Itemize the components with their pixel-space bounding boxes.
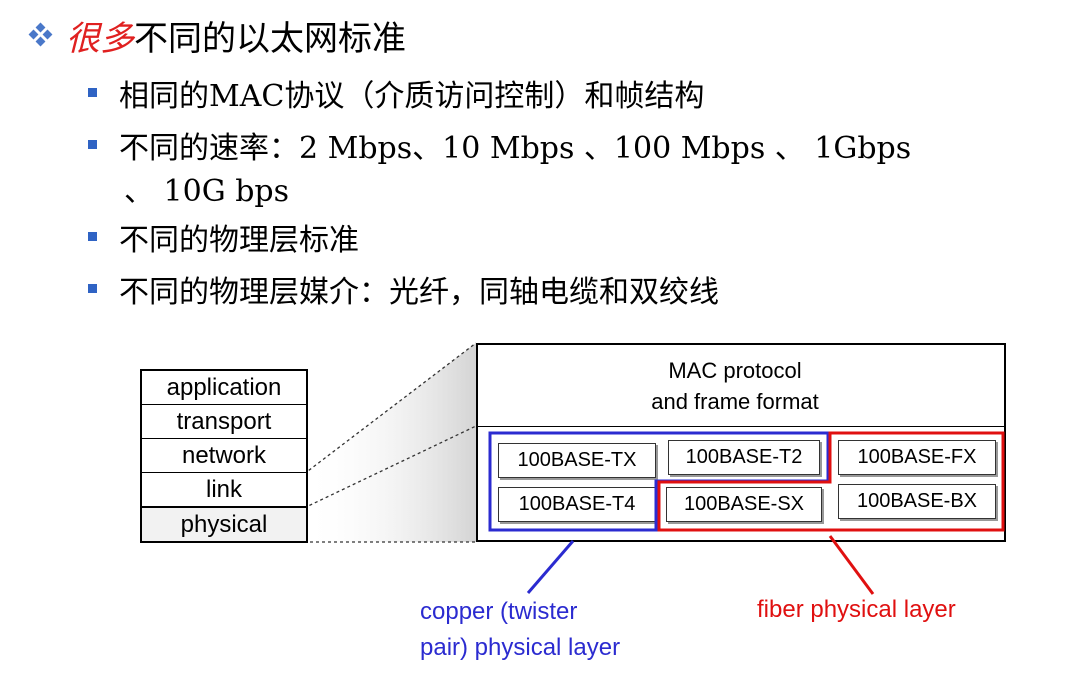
bullet-continuation: 、 10G bps — [124, 174, 290, 209]
stack-layer-network: network — [142, 438, 306, 472]
mac-title-line2: and frame format — [651, 389, 819, 414]
std-100base-sx: 100BASE-SX — [666, 487, 822, 522]
square-bullet-icon — [88, 232, 97, 241]
std-100base-fx: 100BASE-FX — [838, 440, 996, 475]
zoom-shade — [304, 343, 476, 542]
std-100base-bx: 100BASE-BX — [838, 484, 996, 519]
fiber-caption: fiber physical layer — [757, 596, 956, 623]
divider-line — [476, 426, 1006, 427]
bullet-text: 不同的速率：2 Mbps、10 Mbps 、100 Mbps 、 1Gbps — [119, 131, 912, 166]
mac-title-line1: MAC protocol — [668, 358, 802, 383]
square-bullet-icon — [88, 88, 97, 97]
heading-rest: 不同的以太网标准 — [134, 18, 406, 59]
std-100base-t4: 100BASE-T4 — [498, 487, 656, 522]
bullet-text: 不同的物理层媒介：光纤，同轴电缆和双绞线 — [119, 275, 719, 310]
std-100base-t2: 100BASE-T2 — [668, 440, 820, 475]
stack-layer-physical: physical — [142, 506, 306, 541]
copper-caption: copper (twister pair) physical layer — [420, 594, 620, 666]
square-bullet-icon — [88, 140, 97, 149]
bullet-text: 相同的MAC协议（介质访问控制）和帧结构 — [119, 79, 705, 114]
square-bullet-icon — [88, 284, 97, 293]
zoom-line-top — [303, 342, 477, 475]
mac-protocol-title: MAC protocol and frame format — [600, 355, 870, 417]
protocol-stack: application transport network link physi… — [140, 369, 308, 543]
bullet-item: 相同的MAC协议（介质访问控制）和帧结构 — [88, 71, 704, 115]
fiber-pointer-line — [828, 535, 875, 595]
stack-layer-application: application — [166, 373, 282, 401]
std-100base-tx: 100BASE-TX — [498, 443, 656, 478]
stack-layer-link: link — [142, 472, 306, 506]
bullet-item: 不同的速率：2 Mbps、10 Mbps 、100 Mbps 、 1Gbps — [88, 123, 911, 167]
stack-layer-transport: transport — [142, 404, 306, 438]
heading-title: 很多不同的以太网标准 — [66, 11, 406, 60]
copper-group-outline — [488, 431, 830, 532]
fiber-group-outline — [657, 431, 1005, 532]
copper-caption-line1: copper (twister — [420, 598, 578, 625]
copper-caption-line2: pair) physical layer — [420, 634, 621, 661]
copper-pointer-line — [526, 540, 575, 594]
bullet-item: 不同的物理层媒介：光纤，同轴电缆和双绞线 — [88, 267, 719, 311]
heading-emphasis: 很多 — [66, 18, 134, 59]
zoom-line-mid — [303, 425, 477, 509]
bullet-text: 不同的物理层标准 — [119, 223, 359, 258]
slide-heading: 很多不同的以太网标准 — [28, 10, 406, 60]
bullet-item: 不同的物理层标准 — [88, 215, 359, 259]
